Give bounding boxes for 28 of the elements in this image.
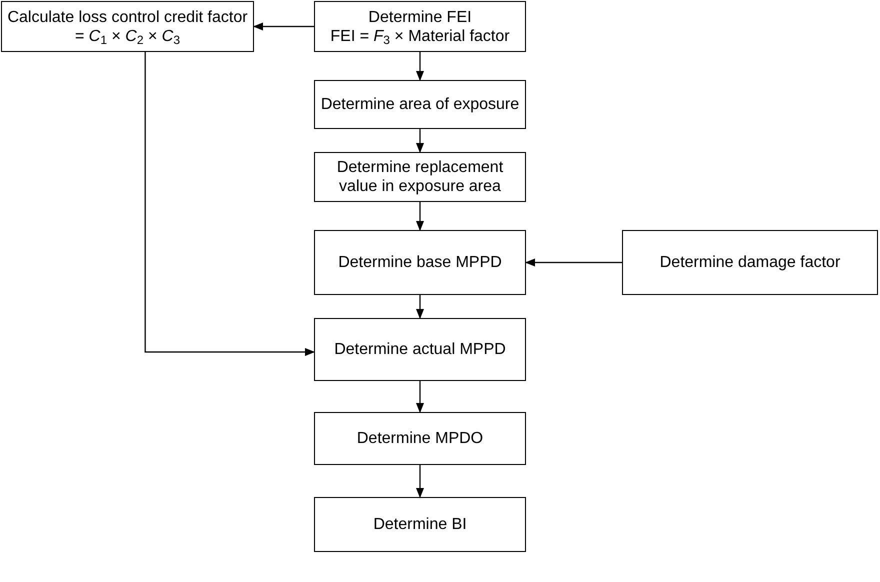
process-box — [314, 1, 526, 52]
box-text: Determine MPDO — [356, 429, 484, 448]
process-box — [314, 318, 526, 381]
arrow — [416, 129, 424, 153]
box-text: Calculate loss control credit factor = C$_{1}$ × C$_{2}$ × C$_{3}$ — [6, 8, 249, 46]
process-box — [622, 230, 878, 295]
box-text: Determine replacement value in exposure area — [336, 158, 504, 196]
arrow — [253, 22, 314, 30]
process-box — [314, 497, 526, 552]
arrow — [416, 52, 424, 81]
process-box — [314, 412, 526, 465]
arrow — [416, 465, 424, 498]
arrow — [416, 295, 424, 319]
arrow — [416, 381, 424, 413]
box-text: Determine area of exposure — [320, 95, 520, 114]
process-box — [314, 152, 526, 202]
process-box — [1, 1, 254, 52]
process-box — [314, 230, 526, 295]
arrow — [525, 258, 622, 266]
box-text: Determine actual MPPD — [334, 340, 506, 359]
arrow — [416, 202, 424, 231]
box-text: Determine FEI — [368, 8, 472, 26]
process-box — [314, 80, 526, 129]
box-text: FEI = F$_{3}$ × Material factor — [330, 26, 510, 46]
box-text: Determine BI — [373, 515, 467, 534]
box-text: Determine base MPPD — [338, 253, 502, 272]
box-text: Determine damage factor — [660, 253, 840, 272]
arrow — [144, 52, 315, 356]
